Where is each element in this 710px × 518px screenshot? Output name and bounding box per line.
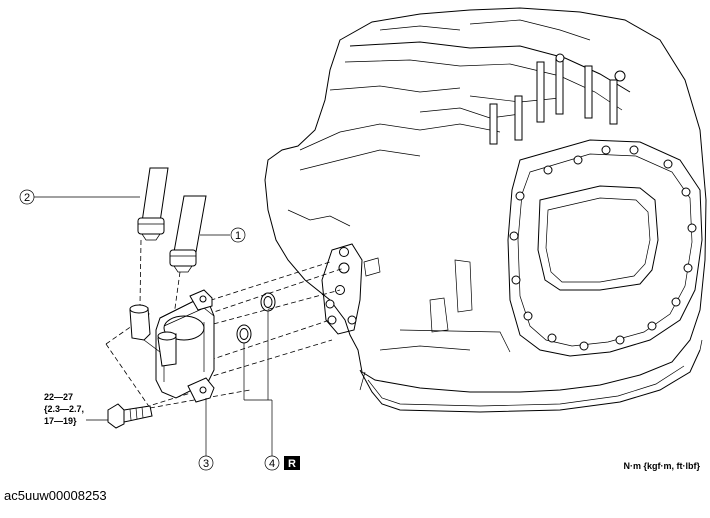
torque-spec-line-2: {2.3—2.7, [44, 404, 84, 414]
callout-4-number: 4 [269, 458, 275, 470]
torque-spec-line-1: 22—27 [44, 392, 73, 402]
callout-1-number: 1 [235, 230, 241, 242]
replace-badge-letter: R [288, 458, 296, 470]
transaxle-case [264, 7, 707, 413]
torque-spec-line-3: 17—19} [44, 416, 77, 426]
o-rings [236, 292, 276, 344]
callout-3-number: 3 [203, 458, 209, 470]
hose-clip-1 [169, 249, 197, 273]
bell-housing-flange [507, 139, 703, 357]
callout-3: 3 [198, 455, 214, 471]
oil-hoses [137, 167, 207, 273]
case-mounting-bosses [321, 243, 381, 335]
leader-lines [34, 196, 273, 456]
bolt [107, 403, 153, 429]
units-label: N·m {kgf·m, ft·lbf} [624, 461, 701, 471]
callout-2: 2 [19, 189, 35, 205]
figure-id: ac5uuw00008253 [4, 488, 107, 503]
callout-2-number: 2 [24, 192, 30, 204]
replace-badge: R [284, 456, 300, 470]
oil-cooler [129, 289, 215, 403]
hose-clip-2 [137, 217, 165, 241]
top-studs [489, 53, 626, 145]
callout-1: 1 [230, 227, 246, 243]
callout-4: 4 [264, 455, 280, 471]
torque-spec: 22—27 {2.3—2.7, 17—19} [44, 392, 84, 426]
